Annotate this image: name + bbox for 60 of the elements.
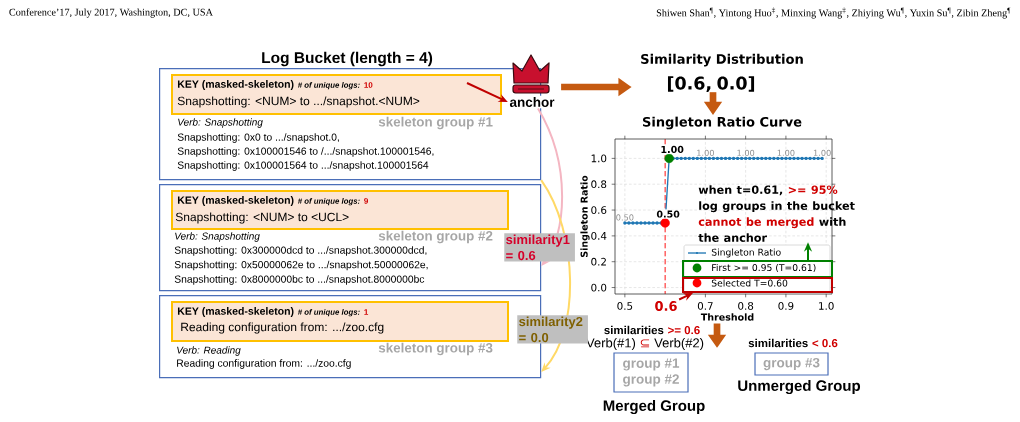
group-box: group #1 group #2 <box>613 352 689 393</box>
key-pattern: Snapshotting: <NUM> to .../snapshot.<NUM> <box>177 96 420 108</box>
x-tick-label: 1.0 <box>819 302 834 310</box>
group-tag: skeleton group #2 <box>378 230 493 244</box>
x-tick-label: 0.9 <box>778 302 794 310</box>
log-line: Snapshotting: 0x100001546 to /.../snapshot.100001546, <box>177 147 434 157</box>
author-list: Shiwen Shan$^{¶}$, Yintong Huo$^{‡}$, Minxing Wang$^{‡}$, Zhiying Wu$^{¶}$, Yuxin Su$^{¶}$, Zibin Zheng$^{¶}$ <box>656 7 1011 19</box>
y-tick-label: 0.8 <box>591 180 607 189</box>
edge-label: similarity2 = 0.0 <box>517 315 588 344</box>
data-label: 1.00 <box>659 144 685 155</box>
group-tag: skeleton group #3 <box>378 342 493 356</box>
x-tick-label: 0.8 <box>738 302 754 310</box>
data-label: 1.00 <box>777 149 795 156</box>
data-label: 0.50 <box>616 214 634 221</box>
x-tick-label: 0.7 <box>697 302 713 310</box>
condition-label: similarities >= 0.6 <box>604 325 700 335</box>
axis-title: Singleton Ratio <box>580 175 590 258</box>
verb-label: Verb: Reading <box>177 346 241 356</box>
group-caption: Unmerged Group <box>738 380 861 395</box>
group-caption: Merged Group <box>603 400 705 415</box>
data-label: 0.50 <box>655 209 681 219</box>
anchor-label: anchor <box>508 95 556 109</box>
key-pattern: Snapshotting: <NUM> to <UCL> <box>175 212 349 224</box>
distribution-heading: Similarity Distribution [0.6, 0.0] <box>641 53 803 92</box>
y-tick-label: 0.6 <box>591 206 607 214</box>
condition-label: similarities < 0.6 <box>748 338 838 348</box>
axis-title: Threshold <box>700 313 754 321</box>
data-label: 1.00 <box>737 149 755 156</box>
data-label: 1.00 <box>813 149 831 156</box>
y-tick-label: 0.2 <box>591 257 606 266</box>
group-tag: skeleton group #1 <box>378 116 493 130</box>
key-box <box>171 74 502 115</box>
threshold-value: 0.6 <box>655 301 677 311</box>
key-pattern: Reading configuration from: .../zoo.cfg <box>181 322 384 334</box>
log-line: Snapshotting: 0x8000000bc to .../snapshot.8000000bc <box>174 275 425 285</box>
legend-label: Selected T=0.60 <box>711 279 788 287</box>
running-header: Conference’17, July 2017, Washington, DC, USA <box>9 8 213 18</box>
key-box <box>171 301 509 342</box>
verb-label: Verb: Snapshotting <box>175 232 260 242</box>
callout-text: when t=0.61, >= 95% log groups in the bucket cannot be merged with the anchor <box>698 185 855 242</box>
y-tick-label: 1.0 <box>591 154 607 163</box>
highlight-box <box>682 277 833 293</box>
log-line: Snapshotting: 0x300000dcd to .../snapshot.300000dcd, <box>174 246 427 256</box>
group-box: group #3 <box>754 352 829 376</box>
data-label: 1.00 <box>697 149 714 156</box>
highlight-box <box>682 260 833 278</box>
log-line: Snapshotting: 0x100001564 to .../snapshot.100001564 <box>177 161 429 171</box>
legend-label: Singleton Ratio <box>711 248 781 258</box>
x-tick-label: 0.5 <box>617 302 633 310</box>
log-line: Snapshotting: 0x0 to .../snapshot.0, <box>177 133 339 143</box>
legend-label: First >= 0.95 (T=0.61) <box>712 263 816 273</box>
y-tick-label: 0.0 <box>591 283 607 292</box>
relation-label: Verb(#1) ⊆ Verb(#2) <box>586 337 704 351</box>
edge-label: similarity1 = 0.6 <box>504 233 575 262</box>
chart-title: Singleton Ratio Curve <box>642 116 802 130</box>
log-line: Reading configuration from: .../zoo.cfg <box>177 359 351 369</box>
key-box <box>171 190 509 230</box>
verb-label: Verb: Snapshotting <box>178 118 263 128</box>
log-line: Snapshotting: 0x50000062e to .../snapshot.50000062e, <box>174 260 428 271</box>
y-tick-label: 0.4 <box>591 231 607 240</box>
